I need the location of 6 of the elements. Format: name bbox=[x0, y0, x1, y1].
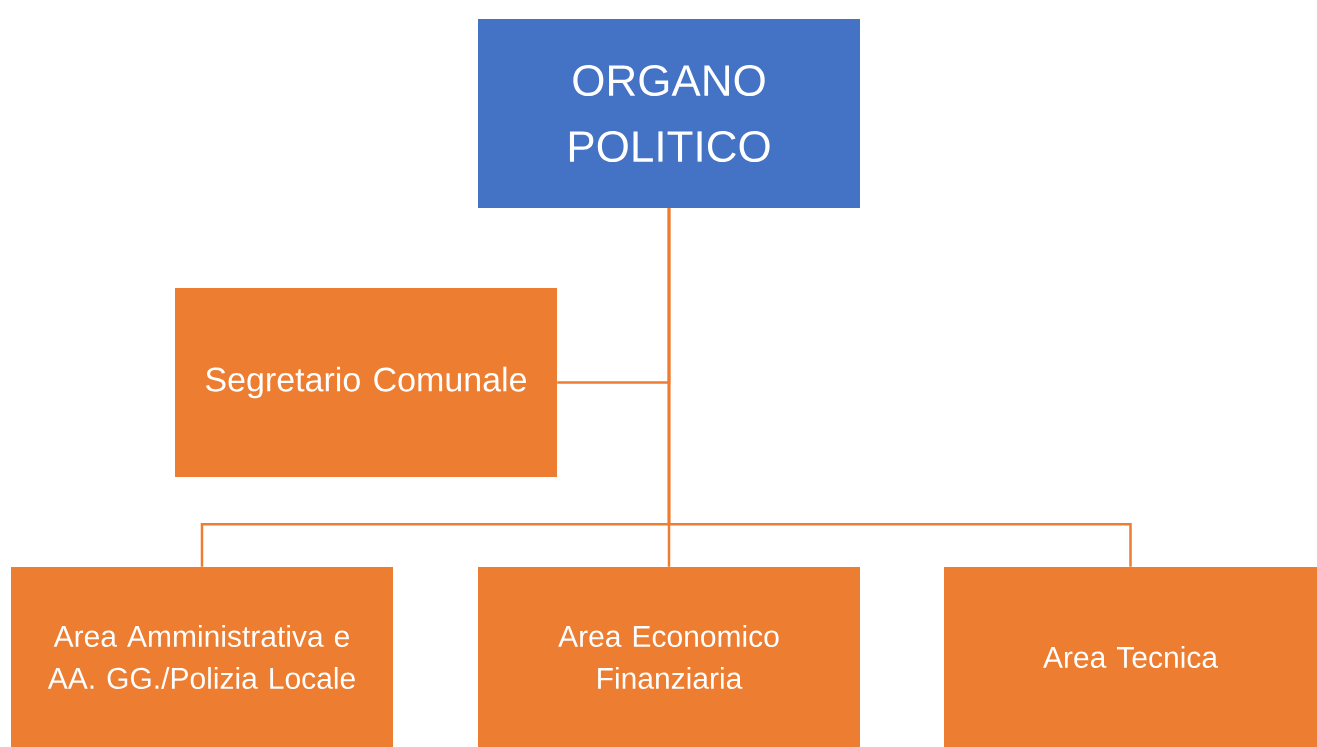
connector-line bbox=[667, 208, 1132, 567]
staff-box: Segretario Comunale bbox=[175, 288, 557, 477]
department-box: Area Tecnica bbox=[944, 567, 1317, 747]
top-box: ORGANO POLITICO bbox=[478, 19, 860, 208]
department-box: Area Economico Finanziaria bbox=[478, 567, 860, 747]
department-box: Area Amministrativa e AA. GG./Polizia Locale bbox=[11, 567, 393, 747]
